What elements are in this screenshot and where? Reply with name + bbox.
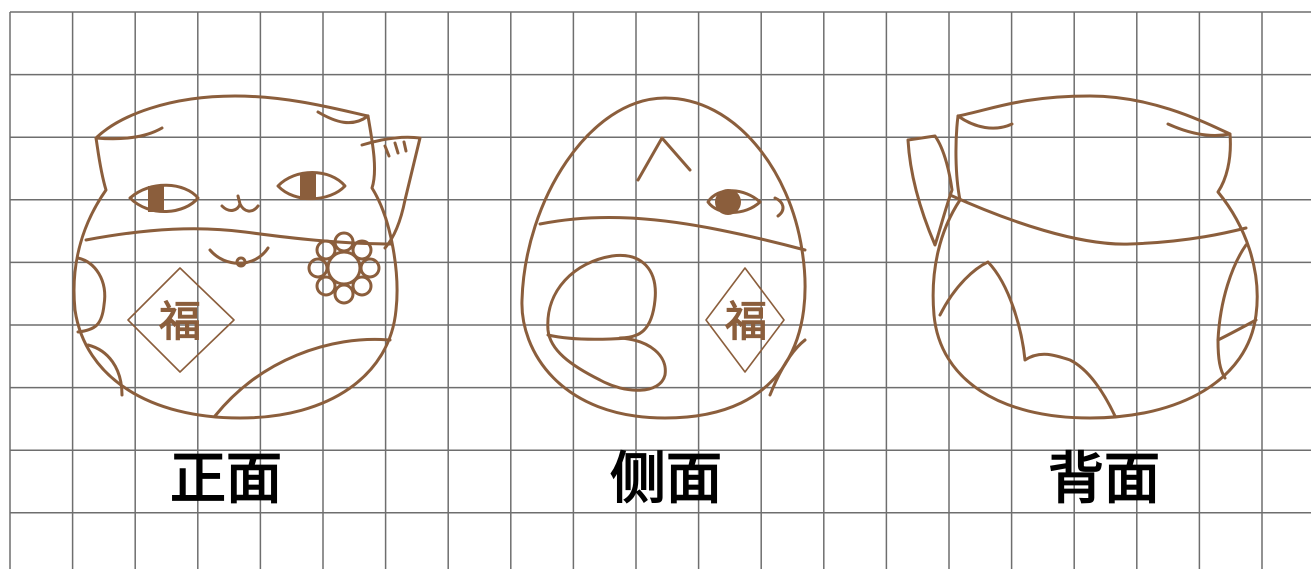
side-ear (636, 136, 692, 182)
front-bottom-patch (213, 337, 392, 418)
back-right-patch-2 (1216, 318, 1258, 342)
side-pupil (715, 189, 741, 215)
flower-icon (307, 231, 381, 305)
front-paw-line-3 (402, 140, 408, 153)
back-view-label: 背面 (1048, 447, 1160, 512)
back-left-patch (938, 260, 1117, 418)
side-charm-diamond (705, 267, 785, 373)
side-mouth (773, 196, 785, 218)
side-view-label: 侧面 (610, 447, 722, 512)
front-left-ear (94, 126, 164, 141)
front-charm-text: 福 (158, 297, 201, 346)
back-left-ear (956, 114, 1014, 130)
lucky-cat-back-icon (906, 94, 1259, 420)
side-body-outline (520, 96, 807, 420)
lucky-cat-side-icon: 福 (520, 96, 807, 420)
front-bell-knob (235, 256, 247, 268)
front-view-label: 正面 (170, 447, 282, 512)
side-paw-line (546, 333, 630, 341)
front-right-pupil (300, 174, 316, 200)
front-charm-diamond (127, 267, 235, 373)
front-right-ear (316, 110, 370, 125)
back-right-patch (1216, 243, 1248, 380)
back-body-outline (931, 94, 1259, 420)
side-charm-text: 福 (724, 297, 767, 346)
front-collar-line (84, 227, 394, 246)
front-left-patch-2 (86, 343, 124, 397)
front-paw-line-2 (393, 141, 400, 155)
side-paw (546, 253, 667, 392)
lucky-cat-front-icon: 福 (72, 94, 422, 420)
front-paw-line-1 (383, 144, 391, 158)
back-raised-paw (906, 134, 954, 247)
front-left-patch (76, 256, 107, 334)
back-collar-line (948, 193, 1248, 246)
front-left-pupil (148, 186, 164, 212)
front-body-outline (72, 94, 399, 420)
front-mouth (220, 194, 260, 213)
front-raised-paw (360, 135, 422, 250)
front-bell (208, 246, 270, 265)
side-collar-line (538, 215, 807, 252)
front-right-eye (276, 171, 347, 201)
back-right-ear (1166, 122, 1232, 138)
side-right-patch (768, 338, 807, 397)
